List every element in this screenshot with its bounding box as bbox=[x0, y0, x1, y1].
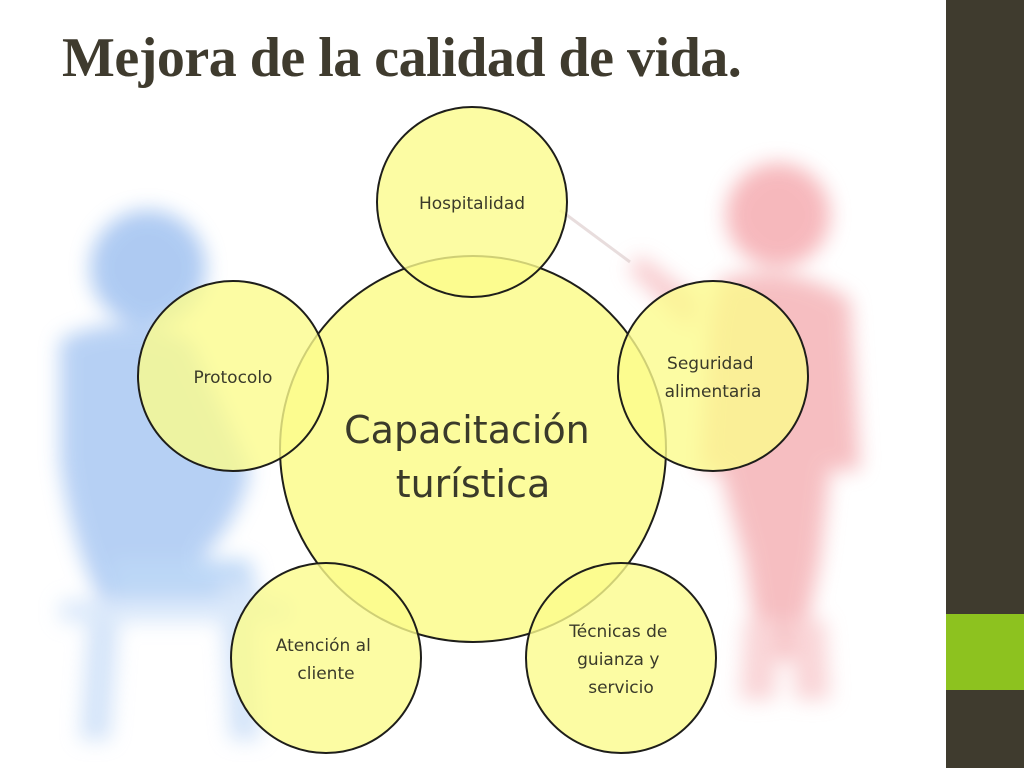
slide-title: Mejora de la calidad de vida. bbox=[62, 27, 742, 89]
node-protocolo: Protocolo bbox=[137, 280, 329, 472]
pointer-stick-icon bbox=[559, 208, 631, 264]
node-label: Protocolo bbox=[194, 368, 273, 388]
node-circle bbox=[137, 280, 329, 472]
node-tecnicas-de-guianza: Técnicas de guianza y servicio bbox=[525, 562, 717, 754]
node-label: Hospitalidad bbox=[419, 194, 525, 214]
node-label-line-2: alimentaria bbox=[665, 382, 762, 402]
node-circle bbox=[617, 280, 809, 472]
center-label-line-2: turística bbox=[396, 462, 551, 506]
svg-text:Hospitalidad: Hospitalidad bbox=[419, 194, 525, 214]
center-label-line-1: Capacitación bbox=[344, 408, 590, 452]
node-label-line-1: Atención al bbox=[276, 636, 371, 656]
svg-text:Capacitación turística: Capacitación turística bbox=[344, 408, 602, 506]
node-label-line-1: Técnicas de bbox=[568, 622, 667, 642]
node-label-line-1: Seguridad bbox=[667, 354, 754, 374]
node-seguridad-alimentaria: Seguridad alimentaria bbox=[617, 280, 809, 472]
center-node: Capacitación turística bbox=[279, 255, 667, 643]
node-label-line-2: guianza y bbox=[577, 650, 659, 670]
svg-text:Técnicas de guianza y: Técnicas de guianza y servicio bbox=[568, 622, 672, 698]
node-circle bbox=[525, 562, 717, 754]
svg-text:Seguridad alimentaria: Seguridad alimentaria bbox=[665, 354, 762, 402]
node-label-line-3: servicio bbox=[588, 678, 654, 698]
node-atencion-al-cliente: Atención al cliente bbox=[230, 562, 422, 754]
svg-text:Protocolo: Protocolo bbox=[194, 368, 273, 388]
node-circle bbox=[376, 106, 568, 298]
cycle-diagram: Capacitación turística Hospitalidad Segu… bbox=[137, 106, 809, 754]
node-circle bbox=[230, 562, 422, 754]
node-hospitalidad: Hospitalidad bbox=[376, 106, 568, 298]
side-accent-bar bbox=[946, 614, 1024, 690]
node-label-line-2: cliente bbox=[297, 664, 354, 684]
svg-text:Atención al cliente: Atención al cliente bbox=[276, 636, 376, 684]
